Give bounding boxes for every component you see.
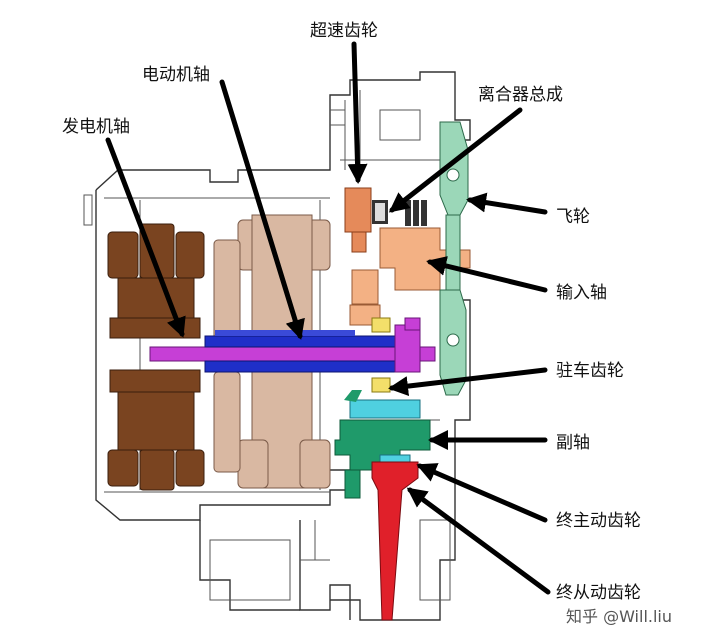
label-final-driven-gear: 终从动齿轮 (556, 583, 641, 603)
arrow-clutch-assembly (388, 107, 523, 213)
label-motor-shaft: 电动机轴 (142, 65, 210, 85)
final-driven-gear (371, 461, 419, 621)
label-generator-shaft: 发电机轴 (62, 117, 130, 137)
countershaft (334, 390, 431, 499)
label-flywheel: 飞轮 (556, 207, 590, 227)
arrow-flywheel (466, 192, 548, 215)
arrow-final-driven-gear (406, 487, 551, 595)
arrow-generator-shaft (105, 137, 186, 338)
label-final-drive-gear: 终主动齿轮 (556, 511, 641, 531)
label-clutch-assembly: 离合器总成 (478, 85, 563, 105)
arrow-input-shaft (426, 256, 548, 293)
callout-arrows (105, 41, 551, 595)
motor-rotor (213, 214, 331, 489)
callout-labels: 超速齿轮 电动机轴 发电机轴 离合器总成 飞轮 输入轴 驻车齿轮 副轴 终主动齿… (62, 21, 641, 603)
label-countershaft: 副轴 (556, 433, 590, 453)
arrow-final-drive-gear (416, 463, 548, 523)
shaft-flange (394, 317, 421, 373)
overdrive-bearing (372, 200, 388, 224)
watermark: 知乎 @Will.liu (566, 607, 672, 626)
arrow-overdrive-gear (347, 41, 368, 184)
generator-rotor (107, 223, 205, 491)
generator-shaft (149, 346, 436, 362)
overdrive-gear (344, 187, 372, 253)
clutch-plates (405, 200, 427, 226)
arrow-parking-gear (388, 367, 548, 397)
flywheel (439, 121, 469, 396)
watermark-text: 知乎 @Will.liu (566, 607, 672, 626)
label-parking-gear: 驻车齿轮 (556, 361, 624, 381)
parking-gear (371, 317, 391, 393)
label-overdrive-gear: 超速齿轮 (310, 21, 378, 41)
arrow-motor-shaft (219, 79, 305, 340)
label-input-shaft: 输入轴 (556, 283, 607, 303)
